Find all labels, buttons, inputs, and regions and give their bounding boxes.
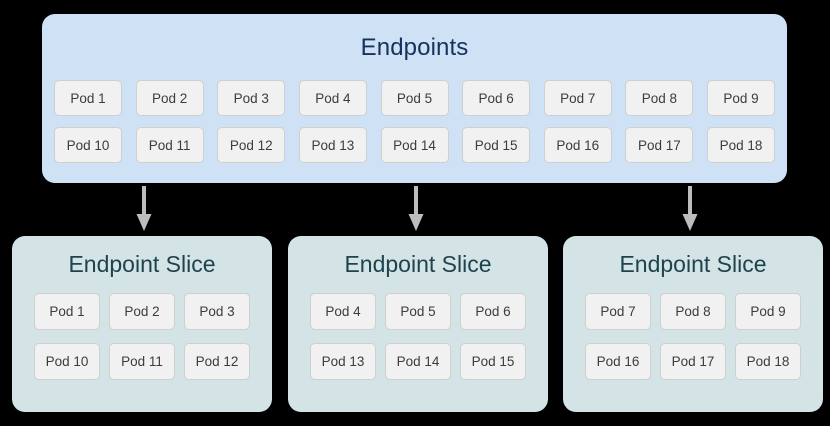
pod-chip: Pod 15 — [460, 343, 526, 380]
pod-chip: Pod 6 — [462, 80, 531, 116]
endpoint-slice-container: Endpoint Slice Pod 7 Pod 8 Pod 9 Pod 16 … — [563, 236, 823, 412]
pod-chip: Pod 4 — [298, 80, 367, 116]
pod-chip: Pod 16 — [585, 343, 651, 380]
endpoint-slice-pod-grid: Pod 1 Pod 2 Pod 3 Pod 10 Pod 11 Pod 12 — [34, 293, 250, 380]
pod-chip: Pod 5 — [385, 293, 451, 330]
pod-chip: Pod 10 — [34, 343, 100, 380]
arrow-down-icon — [679, 186, 701, 232]
endpoints-title: Endpoints — [360, 34, 469, 61]
pod-chip: Pod 1 — [34, 293, 100, 330]
pod-chip: Pod 12 — [184, 343, 250, 380]
endpoint-slice-pod-grid: Pod 4 Pod 5 Pod 6 Pod 13 Pod 14 Pod 15 — [310, 293, 526, 380]
pod-chip: Pod 8 — [625, 80, 694, 116]
endpoints-pod-row: Pod 1 Pod 2 Pod 3 Pod 4 Pod 5 Pod 6 Pod … — [54, 80, 775, 116]
pod-chip: Pod 7 — [543, 80, 612, 116]
endpoints-pod-grid: Pod 1 Pod 2 Pod 3 Pod 4 Pod 5 Pod 6 Pod … — [54, 80, 775, 163]
pod-chip: Pod 14 — [380, 127, 449, 163]
pod-chip: Pod 16 — [543, 127, 612, 163]
pod-chip: Pod 2 — [135, 80, 204, 116]
endpoint-slice-pod-row: Pod 1 Pod 2 Pod 3 — [34, 293, 250, 330]
pod-chip: Pod 1 — [54, 80, 122, 116]
pod-chip: Pod 11 — [135, 127, 204, 163]
pod-chip: Pod 6 — [460, 293, 526, 330]
pod-chip: Pod 4 — [310, 293, 376, 330]
pod-chip: Pod 3 — [184, 293, 250, 330]
pod-chip: Pod 9 — [707, 80, 775, 116]
endpoint-slice-pod-row: Pod 4 Pod 5 Pod 6 — [310, 293, 526, 330]
pod-chip: Pod 14 — [385, 343, 451, 380]
pod-chip: Pod 8 — [660, 293, 726, 330]
pod-chip: Pod 18 — [735, 343, 801, 380]
pod-chip: Pod 13 — [298, 127, 367, 163]
pod-chip: Pod 17 — [625, 127, 694, 163]
pod-chip: Pod 3 — [217, 80, 286, 116]
pod-chip: Pod 12 — [217, 127, 286, 163]
pod-chip: Pod 5 — [380, 80, 449, 116]
endpoint-slice-pod-grid: Pod 7 Pod 8 Pod 9 Pod 16 Pod 17 Pod 18 — [585, 293, 801, 380]
endpoint-slice-title: Endpoint Slice — [344, 251, 492, 277]
endpoint-slice-title: Endpoint Slice — [68, 251, 216, 277]
endpoint-slice-pod-row: Pod 16 Pod 17 Pod 18 — [585, 343, 801, 380]
endpoint-slice-container: Endpoint Slice Pod 4 Pod 5 Pod 6 Pod 13 … — [288, 236, 548, 412]
endpoints-container: Endpoints Pod 1 Pod 2 Pod 3 Pod 4 Pod 5 … — [42, 14, 787, 183]
arrow-down-icon — [133, 186, 155, 232]
endpoint-slice-title: Endpoint Slice — [619, 251, 767, 277]
endpoint-slice-pod-row: Pod 13 Pod 14 Pod 15 — [310, 343, 526, 380]
pod-chip: Pod 13 — [310, 343, 376, 380]
pod-chip: Pod 9 — [735, 293, 801, 330]
pod-chip: Pod 17 — [660, 343, 726, 380]
pod-chip: Pod 10 — [54, 127, 122, 163]
pod-chip: Pod 7 — [585, 293, 651, 330]
endpoints-pod-row: Pod 10 Pod 11 Pod 12 Pod 13 Pod 14 Pod 1… — [54, 127, 775, 163]
pod-chip: Pod 2 — [109, 293, 175, 330]
endpoint-slice-pod-row: Pod 10 Pod 11 Pod 12 — [34, 343, 250, 380]
endpoint-slice-pod-row: Pod 7 Pod 8 Pod 9 — [585, 293, 801, 330]
pod-chip: Pod 15 — [462, 127, 531, 163]
arrow-down-icon — [405, 186, 427, 232]
pod-chip: Pod 11 — [109, 343, 175, 380]
endpoint-slice-container: Endpoint Slice Pod 1 Pod 2 Pod 3 Pod 10 … — [12, 236, 272, 412]
pod-chip: Pod 18 — [707, 127, 775, 163]
